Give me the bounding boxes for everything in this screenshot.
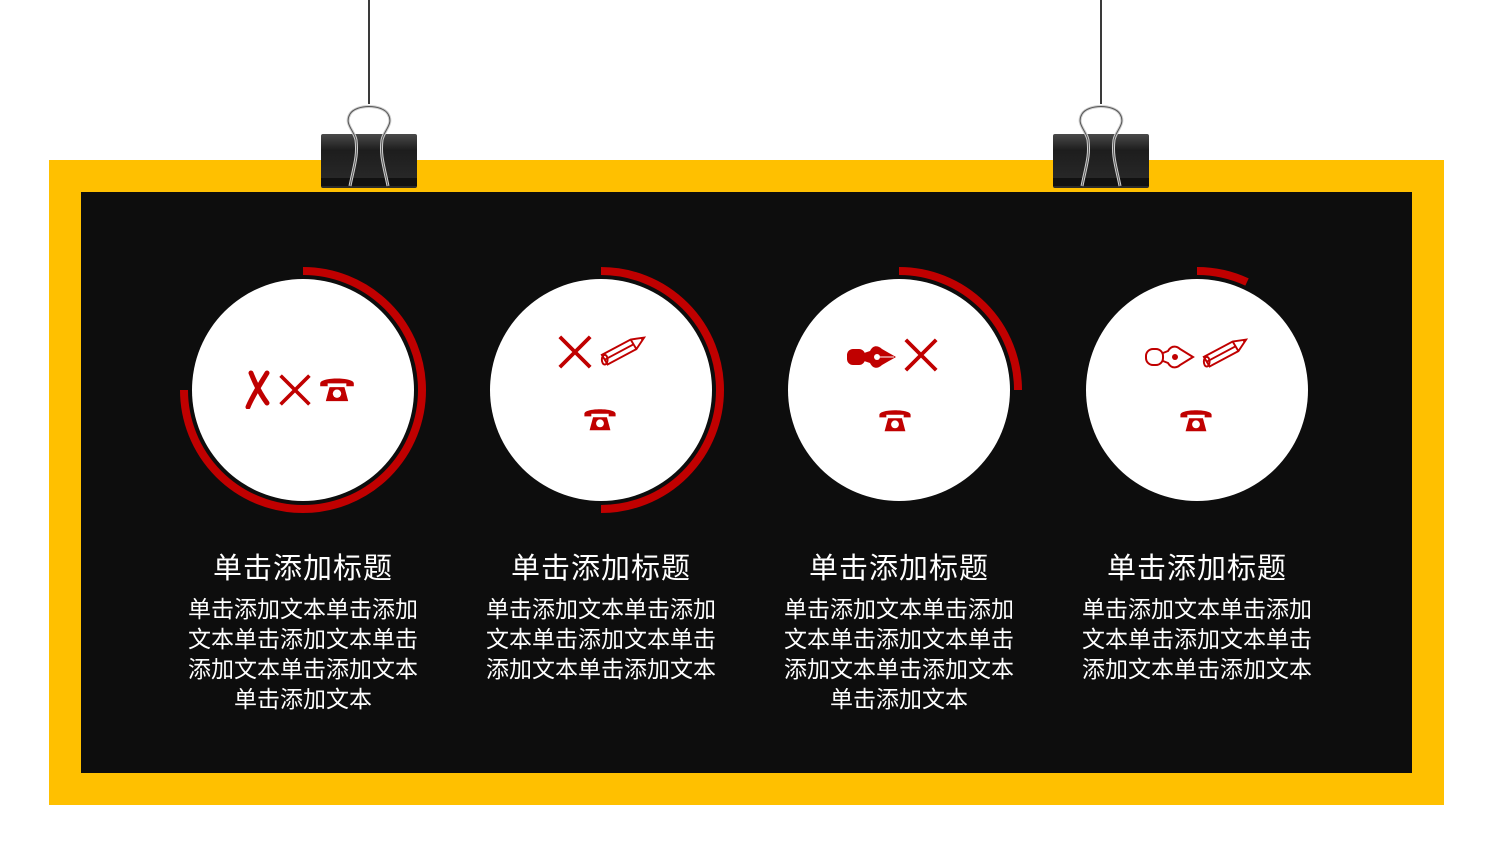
progress-ring	[1086, 266, 1308, 501]
card-title: 单击添加标题	[212, 551, 393, 585]
card-title: 单击添加标题	[808, 551, 989, 585]
telephone-icon	[582, 406, 618, 432]
hanging-string-left	[368, 0, 370, 104]
card-title: 单击添加标题	[1106, 551, 1287, 585]
card-body: 单击添加文本单击添加 文本单击添加文本单击 添加文本单击添加文本	[1082, 597, 1312, 683]
binder-clip-icon	[1053, 105, 1149, 188]
binder-clip-icon	[321, 105, 417, 188]
hanging-string-right	[1100, 0, 1102, 104]
telephone-icon	[877, 407, 913, 433]
progress-ring	[490, 267, 724, 513]
x-icon	[277, 372, 313, 408]
telephone-icon	[1178, 407, 1214, 433]
telephone-icon	[318, 375, 356, 403]
card-body: 单击添加文本单击添加 文本单击添加文本单击 添加文本单击添加文本 单击添加文本	[784, 597, 1014, 713]
pencil-icon	[1200, 337, 1248, 371]
card-title: 单击添加标题	[510, 551, 691, 585]
card-body: 单击添加文本单击添加 文本单击添加文本单击 添加文本单击添加文本	[486, 597, 716, 683]
x-icon	[902, 336, 940, 374]
feature-card-3: 单击添加标题 单击添加文本单击添加 文本单击添加文本单击 添加文本单击添加文本 …	[749, 260, 1049, 730]
handwritten-x-icon	[243, 369, 273, 409]
progress-ring	[180, 267, 426, 513]
fountain-pen-nib-outline-icon	[1144, 343, 1196, 371]
feature-card-1: 单击添加标题 单击添加文本单击添加 文本单击添加文本单击 添加文本单击添加文本 …	[153, 260, 453, 730]
x-icon	[556, 333, 594, 371]
progress-ring	[788, 267, 1022, 501]
feature-card-4: 单击添加标题 单击添加文本单击添加 文本单击添加文本单击 添加文本单击添加文本	[1047, 260, 1347, 730]
feature-card-2: 单击添加标题 单击添加文本单击添加 文本单击添加文本单击 添加文本单击添加文本	[451, 260, 751, 730]
card-body: 单击添加文本单击添加 文本单击添加文本单击 添加文本单击添加文本 单击添加文本	[188, 597, 418, 713]
pencil-icon	[598, 335, 646, 369]
fountain-pen-nib-icon	[846, 343, 898, 371]
